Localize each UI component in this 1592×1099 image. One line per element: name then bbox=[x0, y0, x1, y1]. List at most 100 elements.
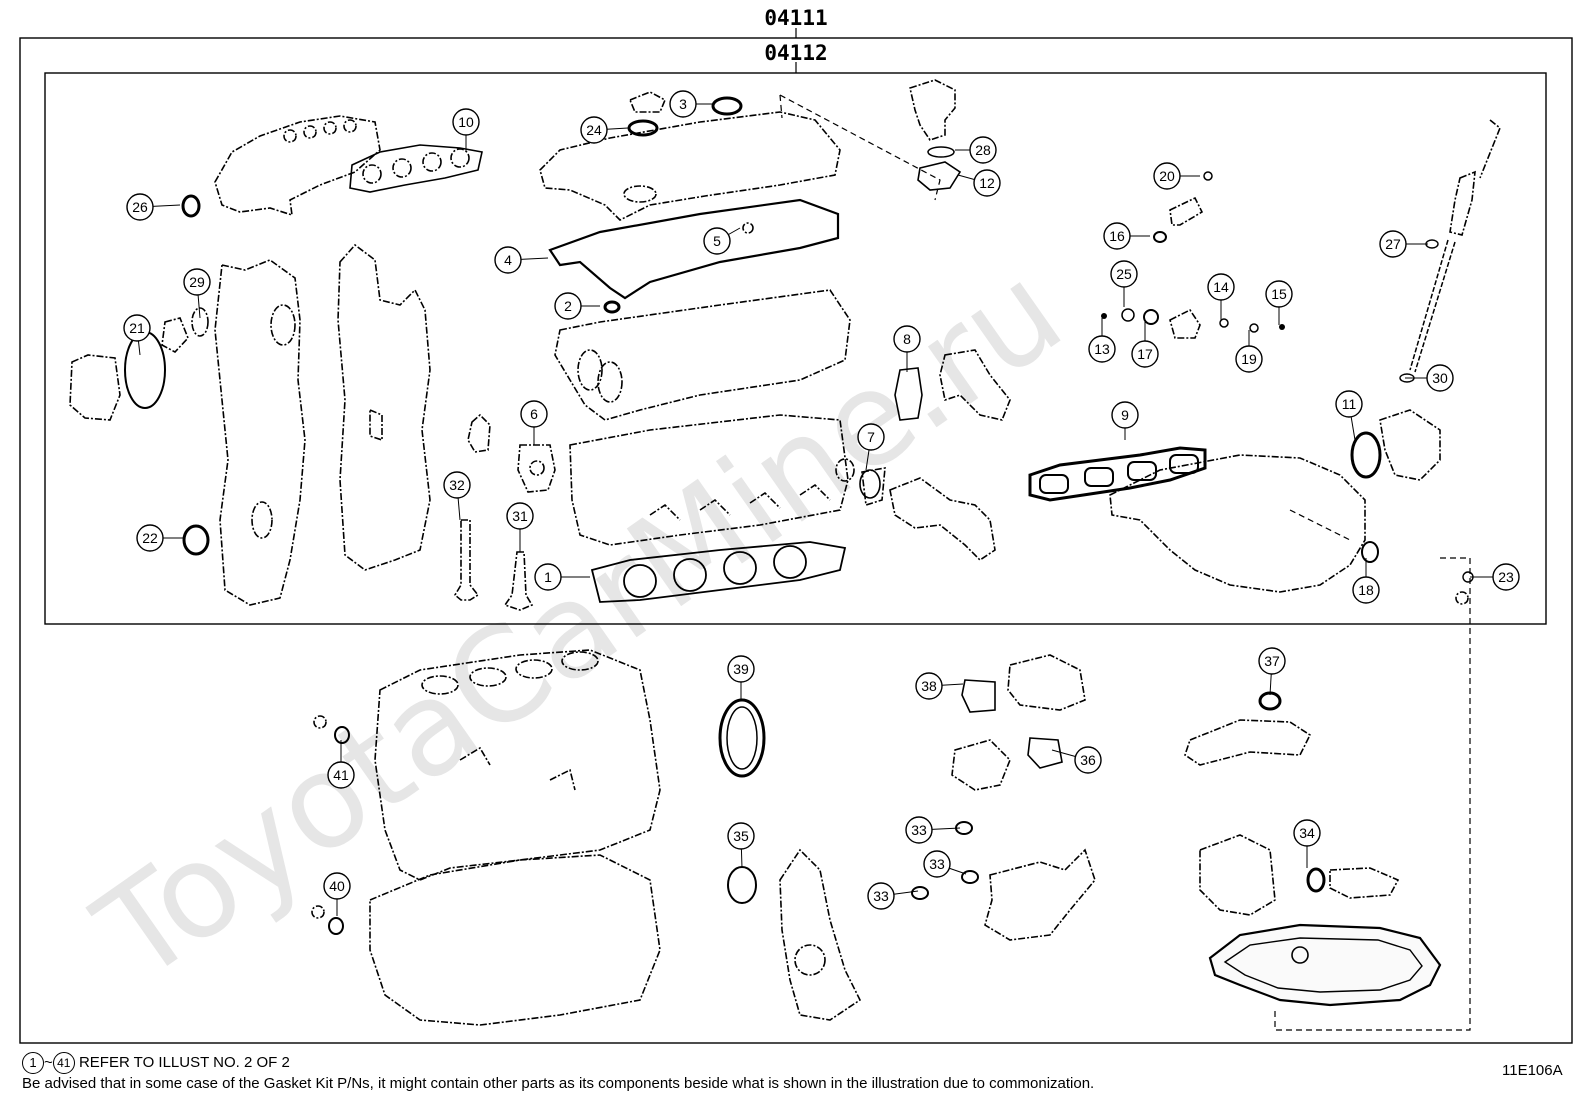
callout-30: 30 bbox=[1405, 364, 1454, 392]
callout-number: 19 bbox=[1241, 351, 1257, 367]
callout-number: 9 bbox=[1121, 407, 1129, 423]
callout-balloon bbox=[520, 400, 548, 428]
watermark: ToyotaCarMine.ru bbox=[70, 234, 1088, 1010]
callout-number: 5 bbox=[713, 233, 721, 249]
callout-27: 27 bbox=[1379, 230, 1428, 258]
callout-number: 32 bbox=[449, 477, 465, 493]
callout-number: 6 bbox=[530, 406, 538, 422]
callout-balloon bbox=[973, 169, 1001, 197]
callout-32: 32 bbox=[443, 471, 471, 521]
callout-balloon bbox=[915, 672, 943, 700]
callout-number: 35 bbox=[733, 828, 749, 844]
callout-number: 38 bbox=[921, 678, 937, 694]
callout-number: 37 bbox=[1264, 653, 1280, 669]
callout-number: 21 bbox=[129, 320, 145, 336]
callout-17: 17 bbox=[1131, 322, 1159, 368]
callout-3: 3 bbox=[669, 90, 712, 118]
callout-balloon bbox=[1379, 230, 1407, 258]
refer-text: REFER TO ILLUST NO. 2 OF 2 bbox=[78, 1054, 290, 1071]
callout-balloon bbox=[703, 227, 731, 255]
callout-balloon bbox=[727, 822, 755, 850]
callout-balloon bbox=[327, 761, 355, 789]
callout-balloon bbox=[126, 193, 154, 221]
callout-balloon bbox=[727, 655, 755, 683]
callout-18: 18 bbox=[1352, 558, 1380, 604]
callout-29: 29 bbox=[183, 268, 211, 319]
callout-balloon bbox=[554, 292, 582, 320]
callout-balloon bbox=[1103, 222, 1131, 250]
callout-26: 26 bbox=[126, 193, 181, 221]
callout-balloon bbox=[123, 314, 151, 342]
callout-23: 23 bbox=[1470, 563, 1520, 591]
callout-number: 33 bbox=[929, 856, 945, 872]
callout-number: 22 bbox=[142, 530, 158, 546]
callout-number: 31 bbox=[512, 508, 528, 524]
callout-9: 9 bbox=[1111, 401, 1139, 440]
callout-number: 15 bbox=[1271, 286, 1287, 302]
callout-balloon bbox=[1426, 364, 1454, 392]
callout-25: 25 bbox=[1110, 260, 1138, 307]
callout-number: 8 bbox=[903, 331, 911, 347]
callout-28: 28 bbox=[955, 136, 997, 164]
callout-balloon bbox=[1110, 260, 1138, 288]
callout-34: 34 bbox=[1293, 819, 1321, 868]
callout-31: 31 bbox=[506, 502, 534, 552]
callout-number: 13 bbox=[1094, 341, 1110, 357]
callout-24: 24 bbox=[580, 116, 629, 144]
callout-38: 38 bbox=[915, 672, 964, 700]
callout-number: 34 bbox=[1299, 825, 1315, 841]
callout-number: 28 bbox=[975, 142, 991, 158]
callout-balloon bbox=[1235, 345, 1263, 373]
lower-parts bbox=[311, 649, 1442, 1026]
callout-2: 2 bbox=[554, 292, 600, 320]
callout-39: 39 bbox=[727, 655, 755, 700]
range-start-badge: 1 bbox=[22, 1052, 44, 1074]
callout-balloon bbox=[1492, 563, 1520, 591]
refer-note: 1~41 REFER TO ILLUST NO. 2 OF 2 bbox=[22, 1052, 290, 1074]
callout-40: 40 bbox=[323, 872, 351, 916]
callout-number: 24 bbox=[586, 122, 602, 138]
callout-number: 11 bbox=[1342, 396, 1357, 412]
callout-number: 16 bbox=[1109, 228, 1125, 244]
callout-21: 21 bbox=[123, 314, 151, 356]
callout-balloon bbox=[1088, 335, 1116, 363]
callout-13: 13 bbox=[1088, 318, 1116, 363]
callout-number: 25 bbox=[1116, 266, 1132, 282]
callout-12: 12 bbox=[957, 169, 1001, 197]
callout-balloon bbox=[923, 850, 951, 878]
callout-balloon bbox=[506, 502, 534, 530]
callout-6: 6 bbox=[520, 400, 548, 445]
callout-41: 41 bbox=[327, 740, 355, 789]
callout-16: 16 bbox=[1103, 222, 1150, 250]
callout-number: 41 bbox=[333, 767, 349, 783]
kit-label-04111: 04111 bbox=[764, 6, 827, 30]
callout-balloon bbox=[1074, 746, 1102, 774]
callout-balloon bbox=[534, 563, 562, 591]
callout-5: 5 bbox=[703, 227, 741, 255]
callout-number: 7 bbox=[867, 429, 875, 445]
callout-number: 12 bbox=[979, 175, 995, 191]
range-end-badge: 41 bbox=[52, 1052, 75, 1074]
callout-balloon bbox=[867, 882, 895, 910]
callout-7: 7 bbox=[857, 423, 885, 471]
callout-1: 1 bbox=[534, 563, 590, 591]
callout-balloon bbox=[580, 116, 608, 144]
callout-balloon bbox=[1265, 280, 1293, 308]
callout-33c: 33 bbox=[867, 882, 919, 910]
callout-36: 36 bbox=[1051, 746, 1102, 774]
callout-number: 27 bbox=[1385, 236, 1401, 252]
callout-14: 14 bbox=[1207, 273, 1235, 320]
callout-balloon bbox=[893, 325, 921, 353]
callout-balloon bbox=[1111, 401, 1139, 429]
callout-number: 23 bbox=[1498, 569, 1514, 585]
callout-33a: 33 bbox=[905, 816, 961, 844]
callout-balloon bbox=[1352, 576, 1380, 604]
callout-balloon bbox=[323, 872, 351, 900]
callout-balloon bbox=[969, 136, 997, 164]
illustration-id: 11E106A bbox=[1502, 1062, 1563, 1079]
callout-number: 18 bbox=[1358, 582, 1374, 598]
callout-balloon bbox=[443, 471, 471, 499]
callout-number: 4 bbox=[504, 252, 512, 268]
callout-balloon bbox=[183, 268, 211, 296]
callout-15: 15 bbox=[1265, 280, 1293, 325]
